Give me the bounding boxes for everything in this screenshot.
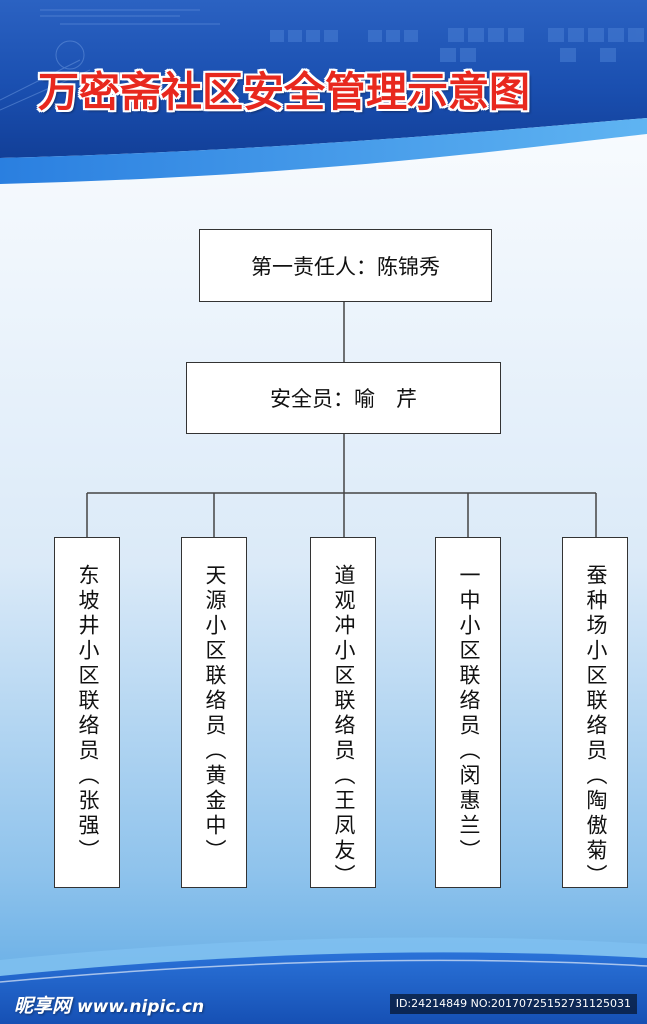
liaison-label: 东坡井小区联络员（张强） [76,564,100,864]
header-band [0,0,647,184]
liaison-box-canzhongchang: 蚕种场小区联络员（陶傲菊） [562,537,628,889]
safety-officer-label: 安全员：喻 芹 [270,387,417,411]
liaison-box-yizhong: 一中小区联络员（闵惠兰） [435,537,501,888]
site-logo: 昵享网 www.nipic.cn [14,993,204,1019]
liaison-label: 一中小区联络员（闵惠兰） [457,564,481,864]
liaison-box-dongpojing: 东坡井小区联络员（张强） [54,537,120,888]
site-logo-name: 昵享网 [14,995,72,1017]
first-responsible-person-box: 第一责任人：陈锦秀 [199,229,492,302]
liaison-label: 道观冲小区联络员（王凤友） [332,564,356,889]
liaison-label: 天源小区联络员（黄金中） [203,564,227,864]
liaison-box-daoguanchong: 道观冲小区联络员（王凤友） [310,537,376,889]
poster-title: 万密斋社区安全管理示意图 [38,68,530,116]
site-logo-url: www.nipic.cn [76,997,205,1017]
first-responsible-person-label: 第一责任人：陈锦秀 [251,254,440,279]
safety-officer-box: 安全员：喻 芹 [186,362,501,434]
liaison-box-tianyuan: 天源小区联络员（黄金中） [181,537,247,888]
liaison-label: 蚕种场小区联络员（陶傲菊） [584,564,608,889]
image-id-watermark: ID:24214849 NO:20170725152731125031 [389,994,637,1014]
